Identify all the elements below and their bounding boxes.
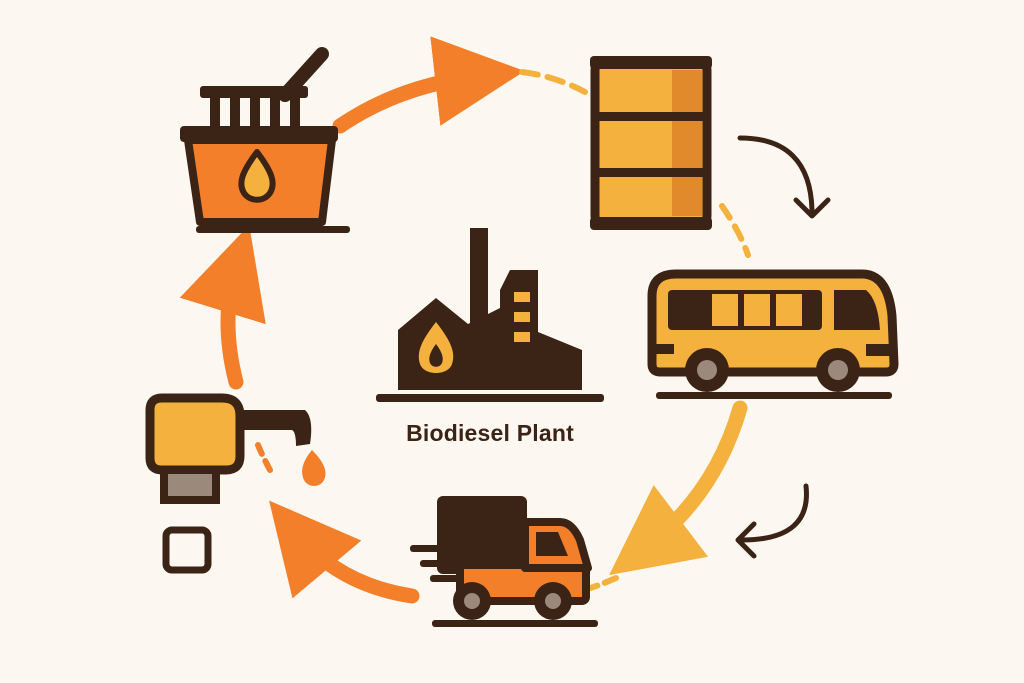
cycle-arrows — [179, 36, 831, 604]
plant-label: Biodiesel Plant — [406, 420, 574, 446]
arrow-bus-to-truck-return — [739, 483, 809, 543]
arrow-bus-to-truck — [609, 400, 748, 576]
arrow-bus-to-truck-return-head — [735, 521, 757, 559]
dashed-arc-right — [719, 203, 751, 258]
factory-icon — [376, 228, 604, 402]
oil-barrel-icon — [590, 56, 712, 230]
bus-icon — [647, 269, 899, 399]
oil-drop-icon — [238, 149, 276, 203]
delivery-truck-icon — [410, 496, 598, 627]
fryer-basket-icon — [180, 47, 350, 233]
arrow-truck-to-nozzle — [269, 500, 420, 604]
fuel-nozzle-icon — [145, 393, 326, 574]
arrow-nozzle-to-fryer — [179, 224, 266, 390]
dashed-arc-left — [255, 442, 273, 473]
fuel-drop-icon — [302, 450, 326, 486]
dashed-arc-top — [519, 69, 588, 95]
arrow-barrel-to-bus — [737, 135, 815, 213]
arrow-fryer-to-barrel — [332, 36, 525, 134]
arrow-barrel-to-bus-head — [793, 197, 831, 219]
